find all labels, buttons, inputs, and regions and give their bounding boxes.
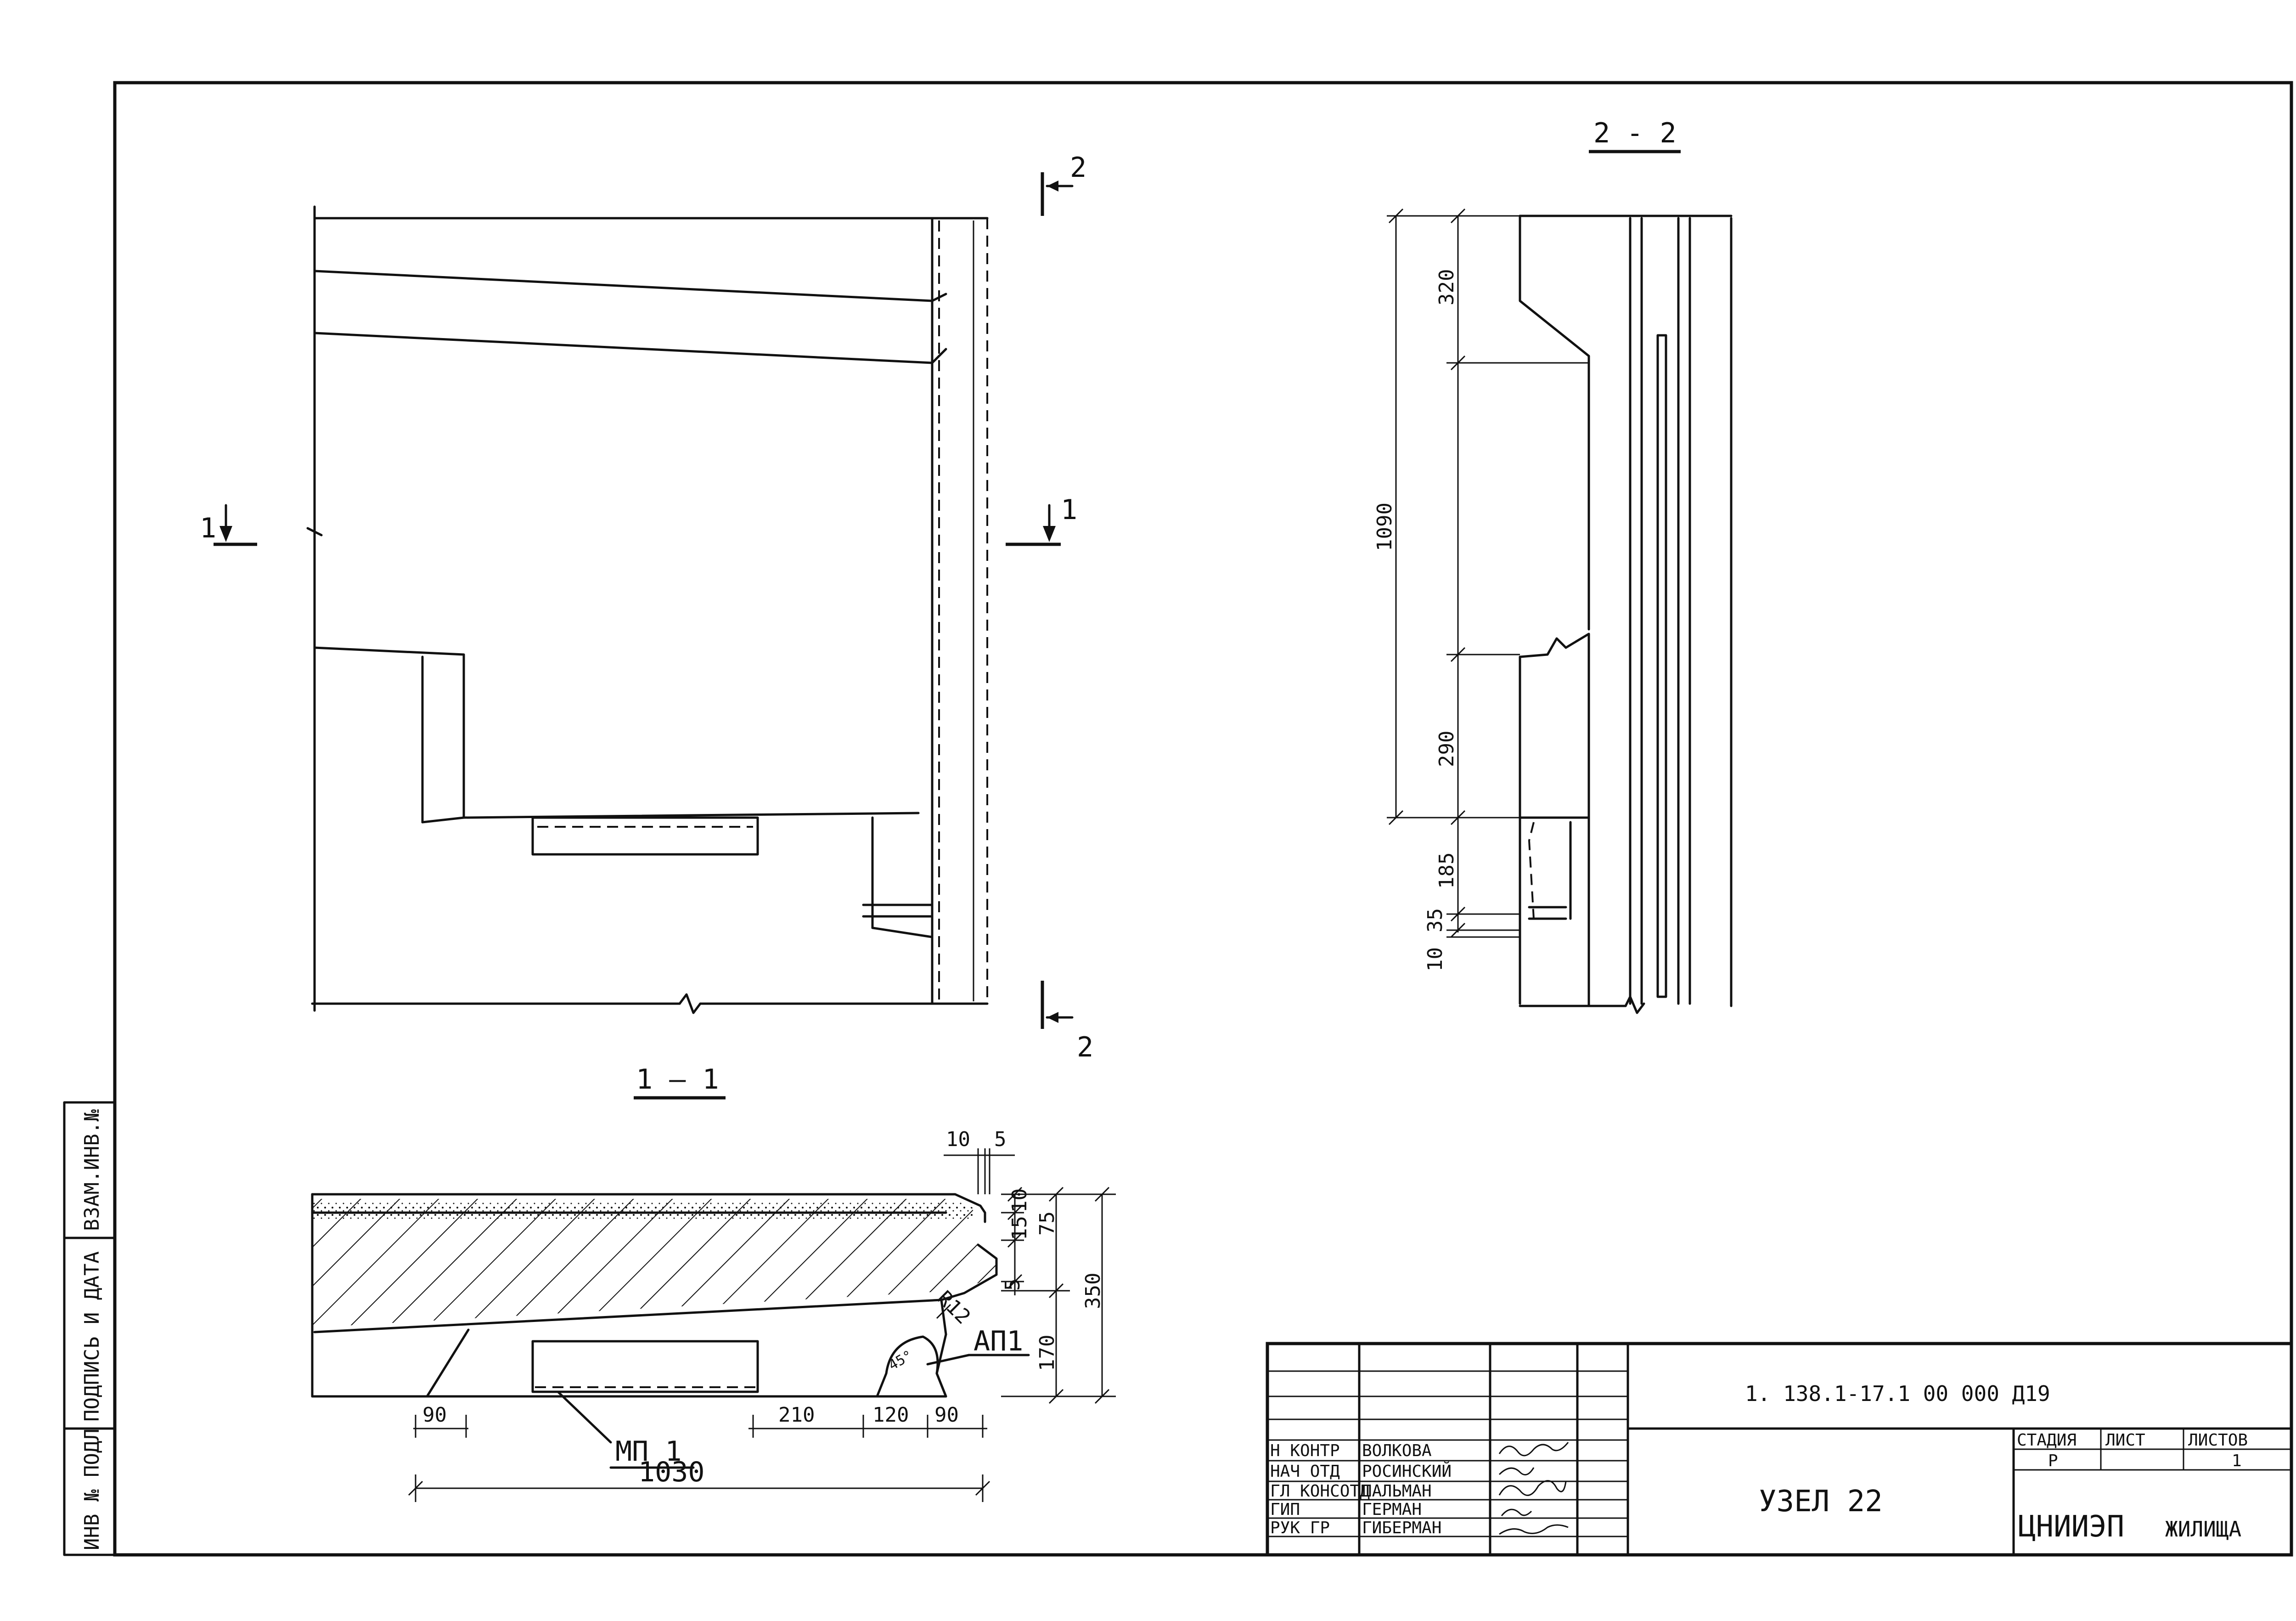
sheets-value: 1 bbox=[2232, 1452, 2242, 1470]
name-german: ГЕРМАН bbox=[1362, 1500, 1422, 1519]
dim-1-1-right-c: 75 bbox=[1035, 1211, 1059, 1236]
role-gip: ГИП bbox=[1270, 1500, 1300, 1519]
role-gl-konsotd: ГЛ КОНСОТД bbox=[1270, 1482, 1370, 1501]
angle-45: 45° bbox=[886, 1347, 915, 1373]
label-ap1: АП1 bbox=[974, 1325, 1023, 1357]
section-mark-2-top: 2 bbox=[1041, 152, 1086, 216]
stamp-podpis: ПОДПИСЬ И ДАТА bbox=[80, 1251, 104, 1422]
section-label-1-left: 1 bbox=[200, 512, 216, 544]
section-mark-2-bottom: 2 bbox=[1041, 981, 1093, 1063]
dim-2-2-total: 1090 bbox=[1373, 503, 1396, 551]
signatures bbox=[1498, 1442, 1569, 1535]
dim-2-2-middle: 290 bbox=[1435, 731, 1458, 767]
dim-1-1-top-right: 5 bbox=[994, 1128, 1007, 1151]
role-n-kontr: Н КОНТР bbox=[1270, 1441, 1340, 1460]
dim-1-1-right-total: 350 bbox=[1081, 1273, 1105, 1309]
stamp-inv-podl: ИНВ № ПОДЛ bbox=[80, 1429, 104, 1550]
section-label-2-bottom: 2 bbox=[1077, 1031, 1093, 1063]
stamp-vzam: ВЗАМ.ИНВ.№ bbox=[80, 1109, 104, 1231]
stage-value: Р bbox=[2048, 1452, 2058, 1470]
dim-2-2-small-b: 10 bbox=[1424, 947, 1447, 971]
section-1-1-title: 1 — 1 bbox=[636, 1063, 719, 1096]
radius-r12: R12 bbox=[933, 1287, 975, 1329]
sheets-header: ЛИСТОВ bbox=[2188, 1431, 2248, 1450]
dim-2-2-small-a: 35 bbox=[1424, 908, 1447, 932]
name-giberman: ГИБЕРМАН bbox=[1362, 1519, 1441, 1537]
dim-1-1-overall: 1030 bbox=[638, 1456, 705, 1488]
dim-2-2-lower: 185 bbox=[1435, 853, 1458, 889]
dim-1-1-right-lower: 170 bbox=[1035, 1335, 1059, 1371]
dim-1-1-right-d: 5 bbox=[1001, 1279, 1024, 1291]
section-mark-1-right: 1 bbox=[1006, 494, 1077, 546]
org-suffix: ЖИЛИЩА bbox=[2165, 1517, 2241, 1542]
name-palman: ПАЛЬМАН bbox=[1362, 1482, 1432, 1501]
section-mark-1-left: 1 bbox=[200, 504, 257, 546]
stage-header: СТАДИЯ bbox=[2017, 1431, 2077, 1450]
name-rosinsky: РОСИНСКИЙ bbox=[1362, 1462, 1452, 1481]
dim-1-1-right-a: 10 bbox=[1008, 1188, 1031, 1213]
section-2-2-title: 2 - 2 bbox=[1593, 117, 1677, 149]
plan-view bbox=[306, 205, 989, 1014]
sheet-name: УЗЕЛ 22 bbox=[1759, 1485, 1883, 1519]
dim-1-1-bottom-120: 120 bbox=[872, 1403, 909, 1427]
section-2-2: 2 - 2 1090 320 bbox=[1373, 117, 1733, 1014]
title-block: Н КОНТР НАЧ ОТД ГЛ КОНСОТД ГИП РУК ГР ВО… bbox=[1266, 1342, 2293, 1557]
name-volkova: ВОЛКОВА bbox=[1362, 1441, 1432, 1460]
org-name: ЦНИИЭП bbox=[2018, 1510, 2124, 1544]
dim-1-1-bottom-90-left: 90 bbox=[422, 1403, 447, 1427]
role-ruk-gr: РУК ГР bbox=[1270, 1519, 1330, 1537]
section-label-2-top: 2 bbox=[1070, 152, 1086, 184]
sheet-header: ЛИСТ bbox=[2105, 1431, 2145, 1450]
role-nach-otd: НАЧ ОТД bbox=[1270, 1462, 1340, 1481]
sheet-frame bbox=[113, 81, 2293, 1557]
side-stamp: ИНВ № ПОДЛ ПОДПИСЬ И ДАТА ВЗАМ.ИНВ.№ bbox=[63, 1101, 116, 1556]
dim-1-1-top-left: 10 bbox=[946, 1128, 970, 1151]
dim-1-1-bottom-210: 210 bbox=[778, 1403, 815, 1427]
dim-2-2-top: 320 bbox=[1435, 269, 1458, 305]
dim-1-1-right-b: 15 bbox=[1008, 1216, 1031, 1240]
section-label-1-right: 1 bbox=[1061, 494, 1077, 526]
section-1-1: 1 — 1 45° R12 АП1 МП 1 10 5 bbox=[311, 1063, 1116, 1502]
label-mp1: МП 1 bbox=[615, 1435, 682, 1468]
drawing-code: 1. 138.1-17.1 00 000 Д19 bbox=[1745, 1381, 2050, 1406]
dim-1-1-bottom-90-right: 90 bbox=[934, 1403, 959, 1427]
